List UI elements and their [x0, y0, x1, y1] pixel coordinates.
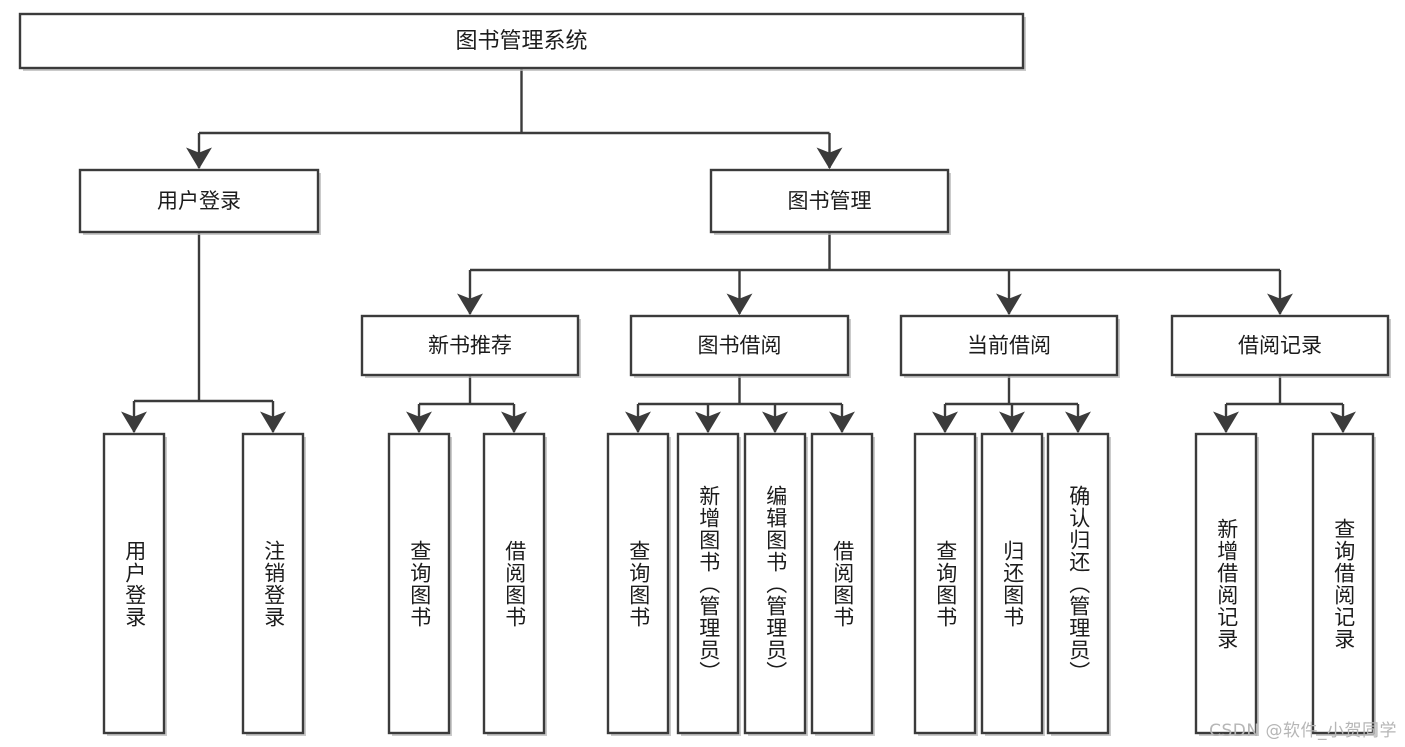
node-new-book-recommend[interactable]: 新书推荐: [360, 314, 581, 378]
node-label: 借阅记录: [1238, 334, 1322, 358]
node-label: 图书管理: [788, 189, 872, 213]
node-box[interactable]: [629, 314, 850, 377]
node-leaf-query-book-recommend[interactable]: [387, 432, 452, 736]
node-box[interactable]: [980, 432, 1044, 735]
node-box[interactable]: [709, 168, 950, 234]
node-box[interactable]: [810, 432, 874, 735]
node-box[interactable]: [78, 168, 320, 234]
node-label: 当前借阅: [967, 334, 1051, 358]
node-box[interactable]: [676, 432, 740, 735]
node-leaf-borrow-book-recommend[interactable]: [482, 432, 547, 736]
node-leaf-user-login[interactable]: [102, 432, 167, 736]
node-book-borrow[interactable]: 图书借阅: [629, 314, 851, 378]
node-leaf-edit-book-admin[interactable]: [743, 432, 808, 736]
node-box[interactable]: [913, 432, 977, 735]
node-root[interactable]: 图书管理系统: [18, 12, 1026, 71]
node-user-login[interactable]: 用户登录: [78, 168, 321, 235]
node-box[interactable]: [1046, 432, 1110, 735]
node-box[interactable]: [360, 314, 580, 377]
node-leaf-return-book[interactable]: [980, 432, 1045, 736]
node-label: 图书借阅: [698, 334, 782, 358]
node-label: 用户登录: [157, 189, 241, 213]
csdn-watermark: CSDN @软件_小贺同学: [1209, 721, 1397, 741]
node-box[interactable]: [482, 432, 546, 735]
node-box[interactable]: [18, 12, 1025, 70]
node-box[interactable]: [1170, 314, 1390, 377]
node-leaf-add-book-admin[interactable]: [676, 432, 741, 736]
node-label: 新书推荐: [428, 334, 512, 358]
node-leaf-logout[interactable]: [241, 432, 306, 736]
edges-layer: [121, 68, 1356, 434]
node-box[interactable]: [1311, 432, 1375, 735]
node-leaf-query-borrow-record[interactable]: [1311, 432, 1376, 736]
node-box[interactable]: [387, 432, 451, 735]
node-borrow-record[interactable]: 借阅记录: [1170, 314, 1391, 378]
node-box[interactable]: [102, 432, 166, 735]
node-box[interactable]: [241, 432, 305, 735]
node-leaf-add-borrow-record[interactable]: [1194, 432, 1259, 736]
node-leaf-query-book-current[interactable]: [913, 432, 978, 736]
node-box[interactable]: [1194, 432, 1258, 735]
node-box[interactable]: [899, 314, 1119, 377]
node-box[interactable]: [743, 432, 807, 735]
node-book-management[interactable]: 图书管理: [709, 168, 951, 235]
node-leaf-borrow-book[interactable]: [810, 432, 875, 736]
node-leaf-query-book-borrow[interactable]: [606, 432, 671, 736]
node-box[interactable]: [606, 432, 670, 735]
node-leaf-confirm-return-admin[interactable]: [1046, 432, 1111, 736]
node-current-borrow[interactable]: 当前借阅: [899, 314, 1120, 378]
node-label: 图书管理系统: [455, 29, 587, 54]
